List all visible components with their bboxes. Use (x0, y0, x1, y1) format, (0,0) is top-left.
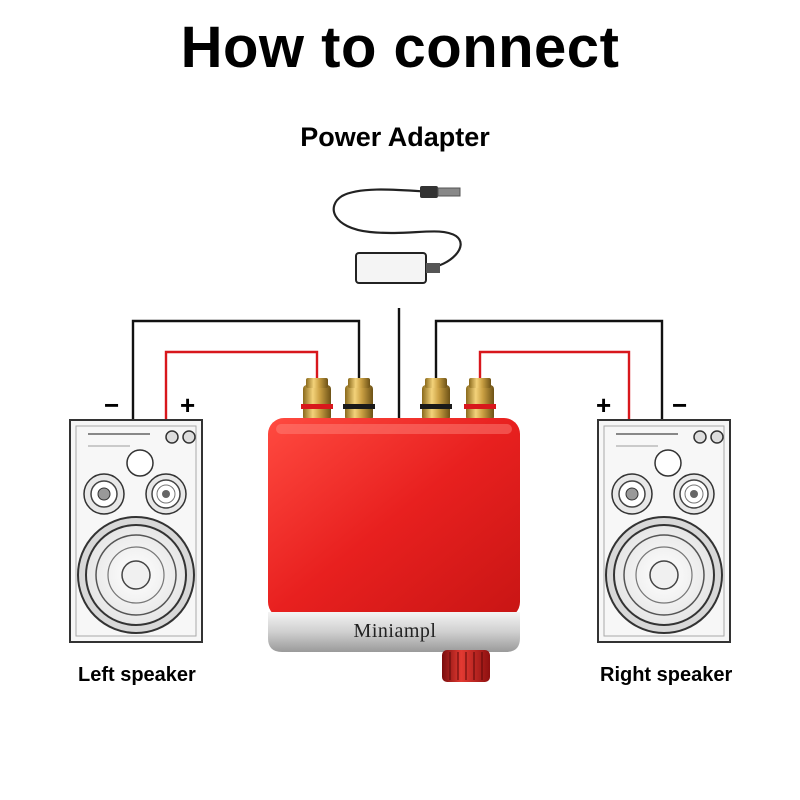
right-speaker-label: Right speaker (600, 664, 733, 686)
wires (131, 308, 664, 425)
page-title: How to connect (180, 15, 620, 80)
right-minus-label: − (672, 390, 688, 420)
amplifier (268, 378, 520, 682)
terminal-right-positive (464, 378, 496, 421)
left-minus-label: − (104, 390, 120, 420)
adapter-cable (332, 188, 462, 270)
left-negative-wire (131, 319, 361, 420)
left-speaker-label: Left speaker (78, 664, 196, 686)
usb-plug-icon (420, 186, 438, 198)
right-negative-wire (434, 319, 664, 420)
right-speaker (597, 419, 731, 643)
terminal-right-negative (420, 378, 452, 421)
terminal-left-negative (343, 378, 375, 421)
power-adapter-label: Power Adapter (300, 122, 490, 152)
left-plus-label: + (180, 390, 196, 420)
terminal-left-positive (301, 378, 333, 421)
adapter-brick-icon (355, 252, 427, 284)
right-plus-label: + (596, 390, 612, 420)
left-positive-wire (164, 350, 319, 420)
amplifier-body (268, 418, 520, 618)
left-speaker (69, 419, 203, 643)
amplifier-brand-label: Miniampl (353, 620, 437, 642)
amplifier-base (268, 612, 520, 652)
right-positive-wire (478, 350, 631, 420)
power-adapter (332, 186, 462, 284)
